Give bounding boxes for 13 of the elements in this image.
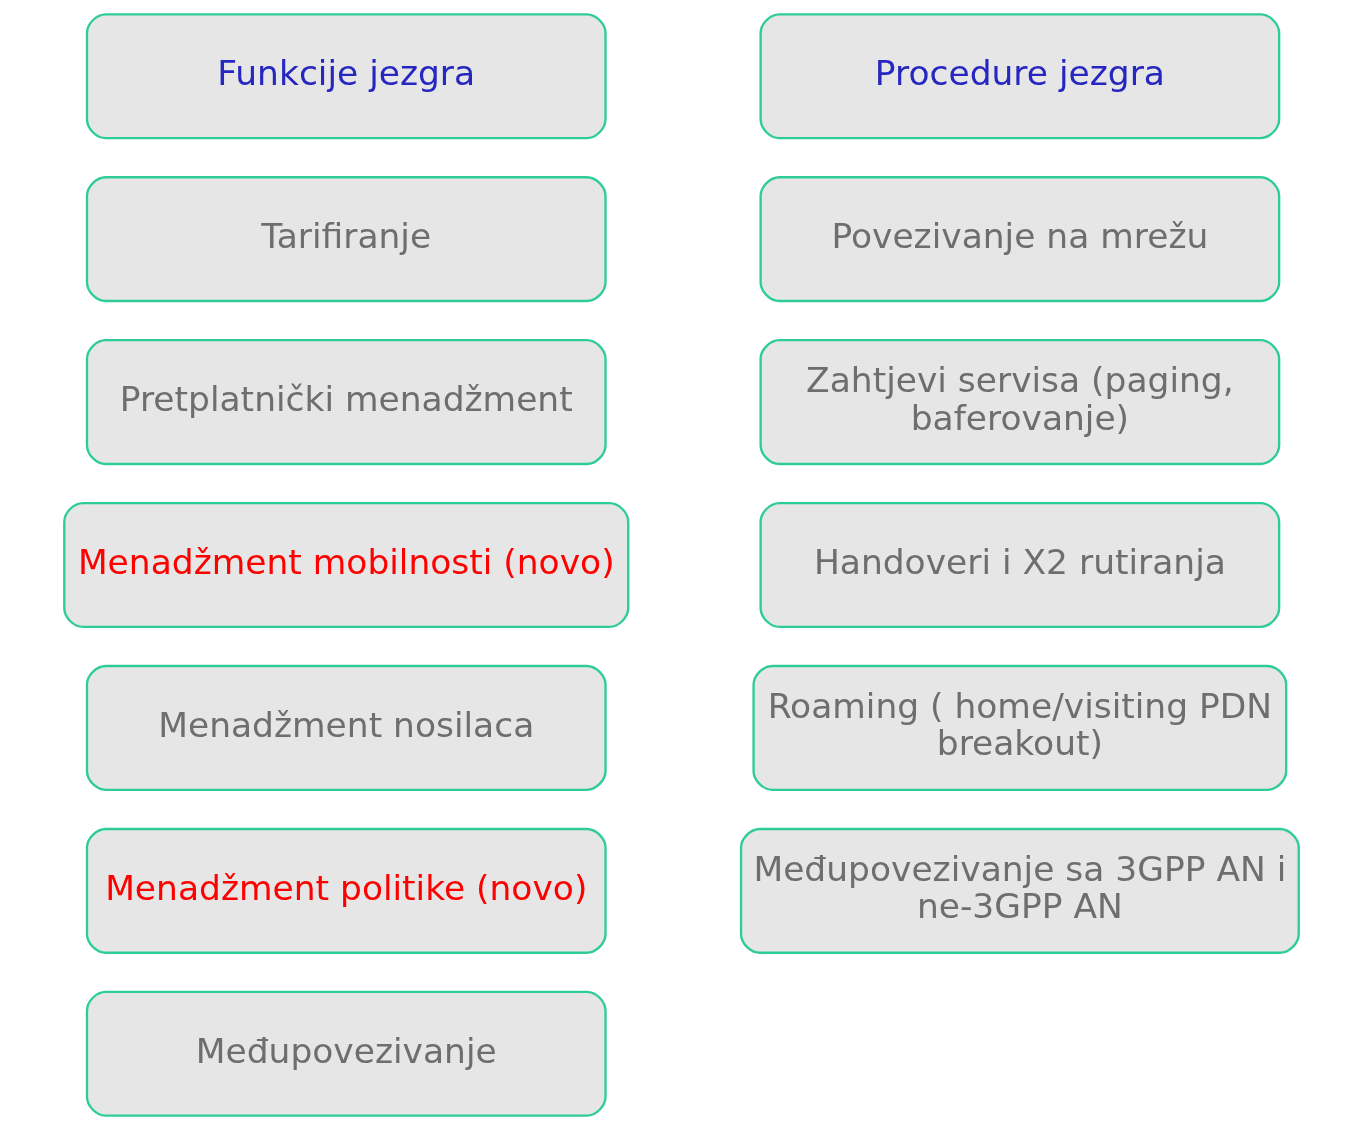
node-box: Međupovezivanje sa 3GPP AN i ne-3GPP AN (739, 827, 1300, 954)
node-box: Handoveri i X2 rutiranja (758, 501, 1280, 629)
node-box: Zahtjevi servisa (paging, baferovanje) (758, 339, 1280, 466)
node-box: Menadžment politike (novo) (85, 827, 607, 954)
node-box: Procedure jezgra (758, 13, 1280, 140)
node-box: Menadžment nosilaca (85, 664, 607, 791)
node-box: Povezivanje na mrežu (758, 176, 1280, 303)
node-box: Roaming ( home/visiting PDN breakout) (751, 664, 1287, 791)
node-box: Menadžment mobilnosti (novo) (62, 501, 629, 629)
node-box: Tarifiranje (85, 176, 607, 303)
node-box: Međupovezivanje (85, 990, 607, 1117)
node-box: Funkcije jezgra (85, 13, 607, 140)
node-box: Pretplatnički menadžment (85, 339, 607, 466)
